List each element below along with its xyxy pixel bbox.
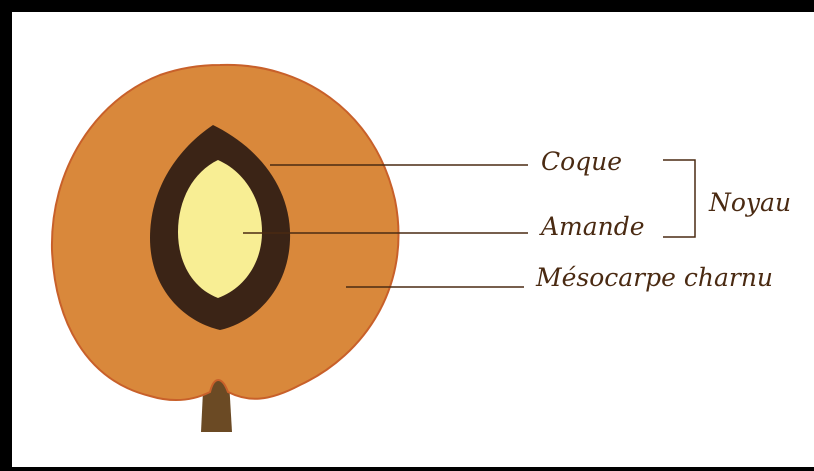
label-noyau: Noyau — [708, 188, 791, 217]
label-amande: Amande — [539, 212, 645, 241]
noyau-bracket — [663, 160, 695, 237]
label-mesocarpe: Mésocarpe charnu — [535, 263, 773, 292]
label-coque: Coque — [541, 147, 622, 176]
